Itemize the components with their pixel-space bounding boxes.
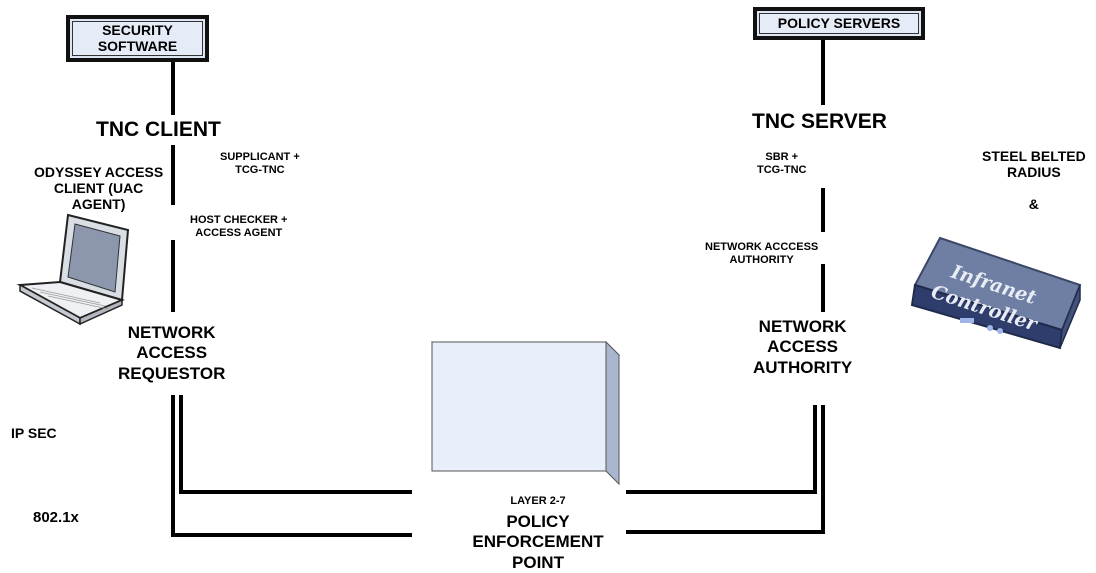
policy-servers-box: POLICY SERVERS <box>753 7 925 40</box>
tnc-client-title: TNC CLIENT <box>96 118 221 141</box>
dot1x-label: 802.1x <box>33 509 79 526</box>
security-software-line2: SOFTWARE <box>97 37 178 54</box>
tnc-server-title: TNC SERVER <box>752 110 887 133</box>
line-dot1x-right <box>626 405 825 534</box>
laptop-icon <box>16 213 130 326</box>
host-checker-label: HOST CHECKER +ACCESS AGENT <box>190 214 288 239</box>
ip-sec-label: IP SEC <box>11 425 57 441</box>
cube-side <box>605 340 620 486</box>
policy-servers-label: POLICY SERVERS <box>777 14 901 31</box>
policy-enforcement-device <box>430 340 621 486</box>
supplicant-label: SUPPLICANT +TCG-TNC <box>220 151 300 176</box>
security-software-line1: SECURITY <box>102 22 173 39</box>
connection-lines <box>171 40 825 537</box>
security-software-box: SECURITY SOFTWARE <box>66 15 209 62</box>
line-ipsec-left <box>179 395 412 494</box>
cube-front <box>431 341 607 472</box>
infranet-controller-icon: Infranet Controller <box>910 236 1082 350</box>
line-ipsec-right <box>626 405 817 494</box>
sbr-label: SBR +TCG-TNC <box>757 151 807 176</box>
layer-label: LAYER 2-7 <box>510 495 566 507</box>
line-dot1x-left <box>171 395 412 537</box>
